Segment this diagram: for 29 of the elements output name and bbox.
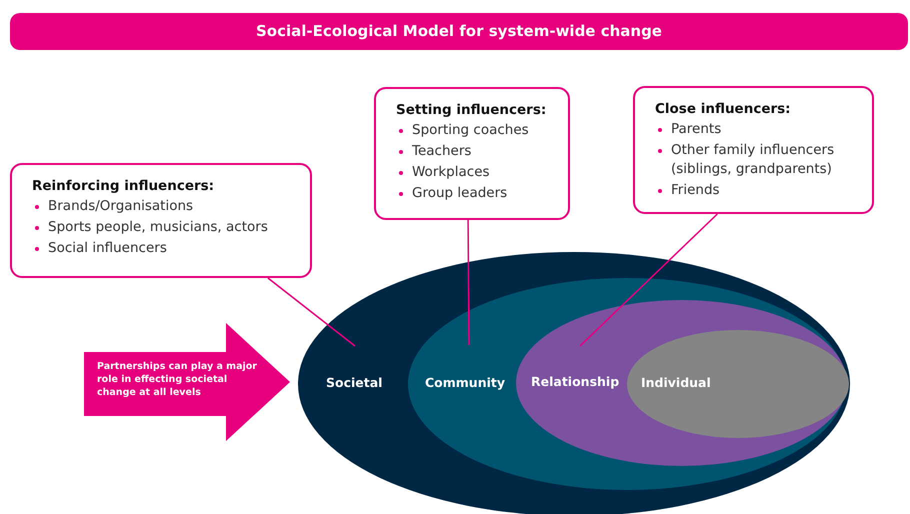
box-heading: Setting influencers: <box>396 102 546 118</box>
callout-box <box>374 87 570 220</box>
block-arrow <box>84 323 290 441</box>
community-ellipse <box>408 278 846 490</box>
ring-label: Community <box>425 375 506 390</box>
list-item: Sports people, musicians, actors <box>48 218 268 237</box>
ring-label: Individual <box>641 375 711 390</box>
arrow-text: Partnerships can play a major role in effecting societal change at all levels <box>97 360 257 399</box>
list-item: Sporting coaches <box>412 121 529 140</box>
ring-label: Relationship <box>531 374 620 389</box>
list-item: Workplaces <box>412 163 490 182</box>
leader-line <box>267 277 356 347</box>
list-item: Social influencers <box>48 239 167 258</box>
list-item: Other family influencers (siblings, grandparents) <box>671 141 836 179</box>
list-item: Teachers <box>412 142 472 161</box>
leader-line <box>467 220 470 345</box>
callout-box <box>633 86 874 214</box>
list-item: Group leaders <box>412 184 508 203</box>
list-item: Friends <box>671 181 720 200</box>
relationship-ellipse <box>516 300 847 466</box>
leader-line <box>579 213 718 347</box>
individual-ellipse <box>627 330 849 438</box>
ring-label: Societal <box>326 375 382 390</box>
title-banner: Social-Ecological Model for system-wide change <box>10 13 908 50</box>
list-item: Parents <box>671 120 722 139</box>
callout-box <box>10 163 312 278</box>
box-heading: Reinforcing influencers: <box>32 178 214 194</box>
list-item: Brands/Organisations <box>48 197 194 216</box>
box-heading: Close influencers: <box>655 101 791 117</box>
